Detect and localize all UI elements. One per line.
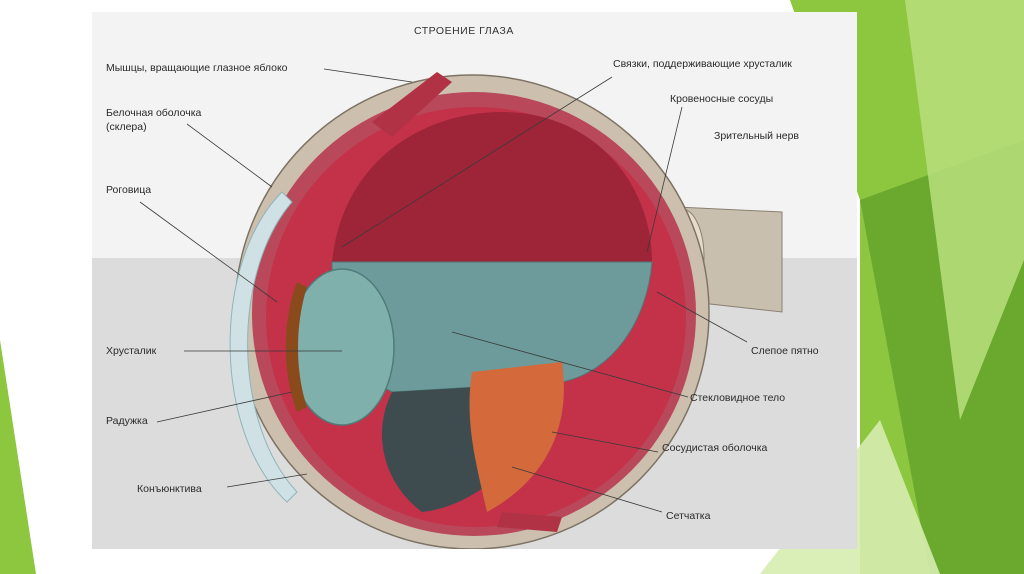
label-sclera-line1: Белочная оболочка (106, 107, 202, 119)
label-optic-nerve: Зрительный нерв (714, 130, 800, 142)
label-sclera-line2: (склера) (106, 121, 147, 133)
label-choroid: Сосудистая оболочка (662, 442, 768, 454)
eye-structure-figure: СТРОЕНИЕ ГЛАЗА Мышцы, вращающие глазное … (92, 12, 857, 549)
label-blind-spot: Слепое пятно (751, 345, 819, 357)
label-ligaments: Связки, поддерживающие хрусталик (613, 58, 792, 70)
green-shape-left-sliver (0, 340, 36, 574)
label-iris: Радужка (106, 415, 148, 427)
label-muscles: Мышцы, вращающие глазное яблоко (106, 62, 288, 74)
figure-title: СТРОЕНИЕ ГЛАЗА (414, 25, 514, 37)
label-vessels: Кровеносные сосуды (670, 93, 774, 105)
lens-shape (289, 268, 395, 426)
label-cornea: Роговица (106, 184, 152, 196)
label-retina: Сетчатка (666, 510, 711, 522)
retina-shape (469, 362, 564, 512)
muscle-shape (372, 72, 452, 137)
eye-diagram-illustration (92, 12, 857, 549)
cornea-shape (229, 191, 298, 503)
iris-shape (285, 282, 307, 412)
label-vitreous: Стекловидное тело (690, 392, 786, 404)
label-lens: Хрусталик (106, 345, 157, 357)
green-shape-light (905, 0, 1024, 420)
label-conjunctiva: Конъюнктива (137, 483, 202, 495)
